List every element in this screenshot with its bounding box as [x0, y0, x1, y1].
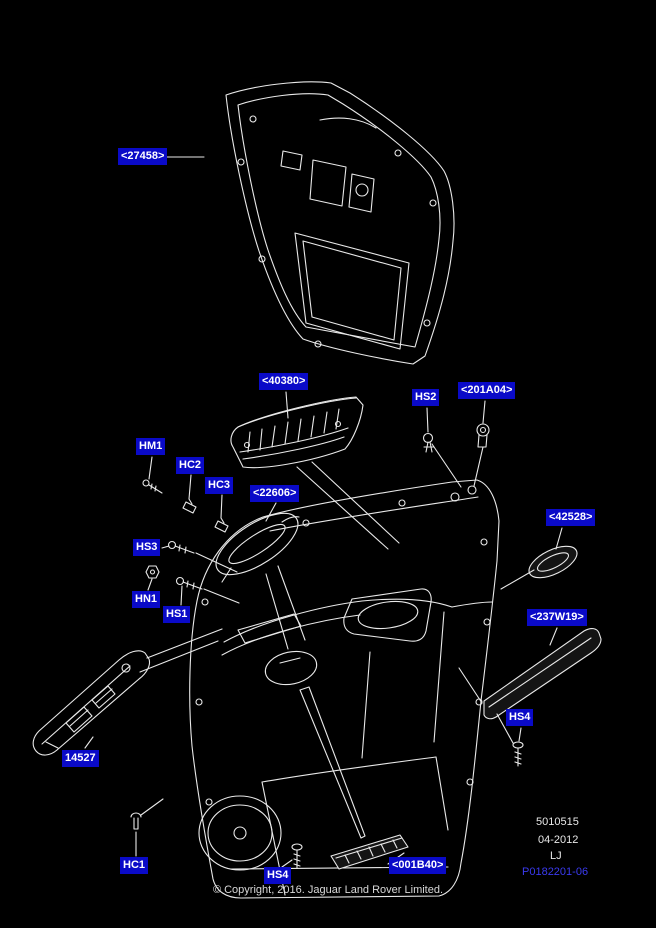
fastener-201a04: [476, 423, 490, 448]
fastener-hc2: [182, 498, 197, 514]
fastener-hs2: [422, 432, 435, 453]
part-label-42528[interactable]: <42528>: [546, 509, 596, 526]
fastener-hm1: [142, 479, 163, 494]
assembly-lines: [139, 443, 535, 816]
fastener-hs1: [175, 576, 203, 590]
part-label-40380[interactable]: <40380>: [259, 373, 309, 390]
part-label-237w19[interactable]: <237W19>: [527, 609, 587, 626]
trim-strip-drawing-237w19: [483, 628, 602, 720]
door-handle-drawing-22606: [215, 512, 300, 583]
part-label-hc2[interactable]: HC2: [176, 457, 205, 474]
part-label-001b40[interactable]: <001B40>: [389, 857, 447, 874]
part-label-hc1[interactable]: HC1: [120, 857, 149, 874]
switch-bezel-drawing-14527: [32, 650, 151, 756]
fastener-hs4-bottom: [291, 843, 303, 869]
strip-drawing-001b40: [330, 834, 409, 870]
plate-date: 04-2012: [538, 834, 579, 846]
copyright-notice: © Copyright, 2016. Jaguar Land Rover Lim…: [212, 884, 444, 896]
part-label-22606[interactable]: <22606>: [250, 485, 300, 502]
part-label-hs4-right[interactable]: HS4: [506, 709, 534, 726]
part-label-hs2[interactable]: HS2: [412, 389, 440, 406]
clip-drawing-42528: [528, 545, 578, 579]
part-label-hm1[interactable]: HM1: [136, 438, 166, 455]
door-inner-panel-drawing: [225, 81, 455, 365]
plate-reference-link[interactable]: P0182201-06: [522, 866, 589, 878]
plate-drawing-number: 5010515: [536, 816, 579, 828]
part-label-14527[interactable]: 14527: [62, 750, 99, 767]
part-label-hs3[interactable]: HS3: [133, 539, 161, 556]
fastener-hc1: [130, 812, 142, 830]
pointer-wedge: [299, 686, 366, 839]
leader-lines: [84, 156, 563, 868]
armrest-drawing-40380: [230, 396, 364, 469]
door-trim-panel-drawing: [189, 479, 500, 899]
fastener-hn1: [145, 565, 160, 579]
fastener-hs3: [167, 540, 195, 554]
part-label-hs1[interactable]: HS1: [163, 606, 191, 623]
part-label-27458[interactable]: <27458>: [118, 148, 168, 165]
fastener-hc3: [214, 517, 229, 533]
part-label-hc3[interactable]: HC3: [205, 477, 234, 494]
fastener-hs4-right: [512, 741, 524, 767]
part-label-hs4-bottom[interactable]: HS4: [264, 867, 292, 884]
part-label-hn1[interactable]: HN1: [132, 591, 161, 608]
plate-code: LJ: [550, 850, 562, 862]
part-label-201a04[interactable]: <201A04>: [458, 382, 516, 399]
